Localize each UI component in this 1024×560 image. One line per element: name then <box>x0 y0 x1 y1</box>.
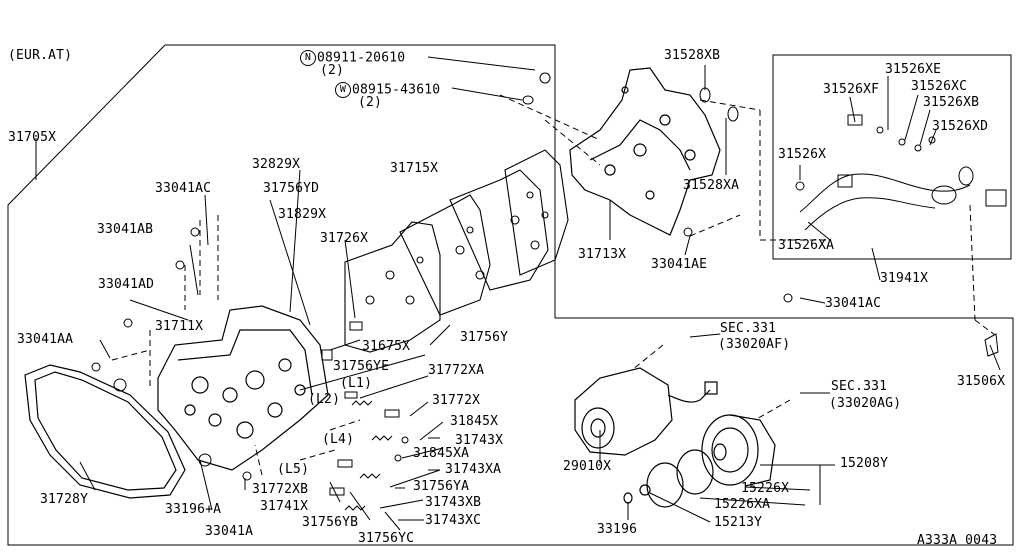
part-label-15213Y: 15213Y <box>714 515 763 530</box>
nut-symbol: N <box>300 50 316 66</box>
part-label-31526XB: 31526XB <box>923 95 980 110</box>
part-label-31756YC: 31756YC <box>358 531 415 546</box>
section-ref-a-code: (33020AF) <box>718 337 791 352</box>
section-ref-b: SEC.331 <box>831 379 888 394</box>
part-label-31756Y: 31756Y <box>460 330 509 345</box>
part-label-31829X: 31829X <box>278 207 327 222</box>
part-label-31728Y: 31728Y <box>40 492 89 507</box>
label-L4: (L4) <box>322 432 355 447</box>
part-label-33041A: 33041A <box>205 524 254 539</box>
gasket <box>24 364 186 499</box>
part-label-31743XB: 31743XB <box>425 495 482 510</box>
part-label-33041AE: 33041AE <box>651 257 708 272</box>
section-ref-b-code: (33020AG) <box>829 396 902 411</box>
part-label-31526XD: 31526XD <box>932 119 989 134</box>
part-label-31756YD: 31756YD <box>263 181 320 196</box>
drawing-code: A333A 0043 <box>917 533 998 548</box>
part-label-31715X: 31715X <box>390 161 439 176</box>
label-L5: (L5) <box>277 462 310 477</box>
part-label-31711X: 31711X <box>155 319 204 334</box>
springs <box>329 391 440 521</box>
part-label-33041AB: 33041AB <box>97 222 154 237</box>
part-label-15226XA: 15226XA <box>714 497 771 512</box>
part-label-31756YE: 31756YE <box>333 359 390 374</box>
part-label-31526XA: 31526XA <box>778 238 835 253</box>
part-label-29010X: 29010X <box>563 459 612 474</box>
label-L2: (L2) <box>308 392 341 407</box>
hardware <box>91 72 793 481</box>
part-label-33041AC-top: 33041AC <box>155 181 212 196</box>
valve-body <box>157 305 329 471</box>
part-label-31756YA: 31756YA <box>413 479 470 494</box>
washer-symbol: W <box>335 82 351 98</box>
part-label-31526XC: 31526XC <box>911 79 968 94</box>
part-label-31675X: 31675X <box>362 339 411 354</box>
part-label-31506X: 31506X <box>957 374 1006 389</box>
part-label-15208Y: 15208Y <box>840 456 889 471</box>
part-label-32829X: 32829X <box>252 157 301 172</box>
part-label-31741X: 31741X <box>260 499 309 514</box>
part-label-31713X: 31713X <box>578 247 627 262</box>
nut-part-number: 08911-20610 <box>317 50 406 66</box>
harness <box>795 114 1007 231</box>
part-label-33196A: 33196+A <box>165 502 222 517</box>
part-label-31743XC: 31743XC <box>425 513 482 528</box>
nut-qty: (2) <box>320 63 345 78</box>
part-label-31528XA: 31528XA <box>683 178 740 193</box>
motor-29010 <box>574 367 718 456</box>
pump-15208 <box>623 414 776 508</box>
part-label-31526XE: 31526XE <box>885 62 942 77</box>
part-label-31772X: 31772X <box>432 393 481 408</box>
part-label-31845XA: 31845XA <box>413 446 470 461</box>
part-label-33041AC-right: 33041AC <box>825 296 882 311</box>
part-label-33196: 33196 <box>597 522 638 537</box>
part-label-31772XB: 31772XB <box>252 482 309 497</box>
part-label-31756YB: 31756YB <box>302 515 359 530</box>
upper-valve-body <box>569 67 721 236</box>
section-ref-a: SEC.331 <box>720 321 777 336</box>
separator-plates <box>344 149 569 353</box>
part-label-31526X: 31526X <box>778 147 827 162</box>
part-label-31705X: 31705X <box>8 130 57 145</box>
harness-frame <box>772 54 1012 260</box>
washer-qty: (2) <box>358 95 383 110</box>
connector-31506 <box>984 333 999 357</box>
part-label-31772XA: 31772XA <box>428 363 485 378</box>
part-label-31726X: 31726X <box>320 231 369 246</box>
part-label-31743X: 31743X <box>455 433 504 448</box>
part-label-33041AD: 33041AD <box>98 277 155 292</box>
part-label-33041AA: 33041AA <box>17 332 74 347</box>
part-label-31941X: 31941X <box>880 271 929 286</box>
part-label-15226X: 15226X <box>741 481 790 496</box>
main-frame <box>7 44 1014 546</box>
part-label-31528XB: 31528XB <box>664 48 721 63</box>
washer-part-number: 08915-43610 <box>352 82 441 98</box>
part-label-31526XF: 31526XF <box>823 82 880 97</box>
label-L1: (L1) <box>340 376 373 391</box>
part-label-31743XA: 31743XA <box>445 462 502 477</box>
variant-note: (EUR.AT) <box>8 48 73 63</box>
part-label-31845X: 31845X <box>450 414 499 429</box>
